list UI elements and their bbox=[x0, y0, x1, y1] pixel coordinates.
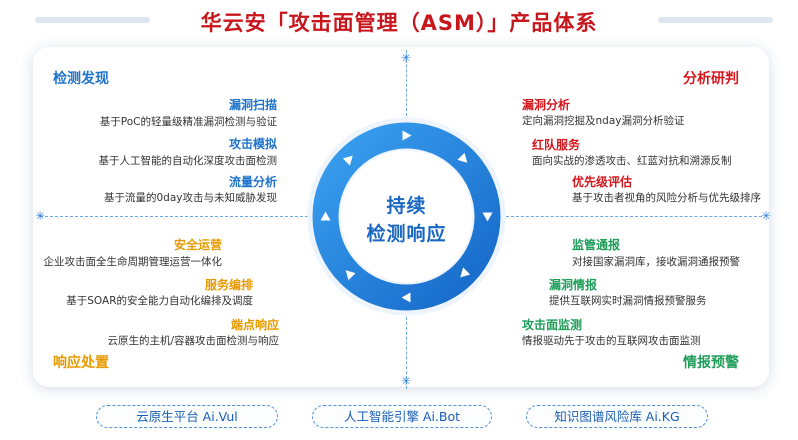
title-decoration-right bbox=[658, 17, 773, 23]
platform-pill: 知识图谱风险库 Ai.KG bbox=[526, 405, 708, 428]
detect-item-title: 攻击模拟 bbox=[228, 137, 277, 151]
analyze-item-desc: 基于攻击者视角的风险分析与优先级排序 bbox=[572, 192, 761, 204]
detect-item-title: 流量分析 bbox=[228, 175, 277, 189]
cycle-arrow-icon bbox=[460, 267, 471, 278]
divider-left bbox=[40, 216, 308, 217]
analyze-item-title: 红队服务 bbox=[532, 138, 581, 152]
divider-right bbox=[506, 216, 762, 217]
quadrant-title-intel: 情报预警 bbox=[683, 355, 739, 371]
analyze-item-desc: 面向实战的渗透攻击、红蓝对抗和溯源反制 bbox=[532, 155, 732, 167]
detect-item-desc: 基于流量的0day攻击与未知威胁发现 bbox=[104, 192, 277, 204]
analyze-item-title: 漏洞分析 bbox=[522, 98, 571, 112]
divider-bottom bbox=[406, 317, 407, 389]
cycle-arrow-icon bbox=[401, 292, 411, 303]
respond-item-title: 服务编排 bbox=[204, 278, 253, 292]
respond-item-desc: 云原生的主机/容器攻击面检测与响应 bbox=[107, 335, 279, 347]
intel-item-title: 攻击面监测 bbox=[522, 318, 583, 332]
detect-item-desc: 基于人工智能的自动化深度攻击面检测 bbox=[98, 155, 278, 167]
center-title-line2: 检测响应 bbox=[366, 223, 447, 245]
page-title: 华云安「攻击面管理（ASM）」产品体系 bbox=[200, 11, 598, 35]
sparkle-icon-top: ✳ bbox=[400, 51, 412, 65]
sparkle-icon-bottom: ✳ bbox=[400, 374, 412, 388]
respond-item-desc: 企业攻击面全生命周期管理运营一体化 bbox=[43, 256, 223, 268]
cycle-ring bbox=[307, 117, 506, 316]
cycle-arrow-icon bbox=[482, 212, 493, 222]
respond-item-title: 安全运营 bbox=[173, 238, 222, 252]
detect-item-title: 漏洞扫描 bbox=[228, 98, 277, 112]
intel-item-desc: 对接国家漏洞库，接收漏洞通报预警 bbox=[572, 256, 740, 268]
quadrant-title-respond: 响应处置 bbox=[53, 355, 109, 371]
quadrant-title-detect: 检测发现 bbox=[53, 71, 109, 87]
center-title-line1: 持续 bbox=[386, 195, 427, 217]
intel-item-desc: 情报驱动先于攻击的互联网攻击面监测 bbox=[522, 335, 701, 347]
analyze-item-desc: 定向漏洞挖掘及nday漏洞分析验证 bbox=[522, 115, 685, 127]
cycle-arrow-icon bbox=[402, 130, 412, 141]
intel-item-title: 监管通报 bbox=[572, 238, 621, 252]
cycle-arrow-icon bbox=[457, 152, 468, 163]
ring-core bbox=[340, 150, 473, 283]
detect-item-desc: 基于PoC的轻量级精准漏洞检测与验证 bbox=[99, 116, 277, 128]
analyze-item-title: 优先级评估 bbox=[572, 175, 633, 189]
intel-item-desc: 提供互联网实时漏洞情报预警服务 bbox=[549, 295, 707, 307]
quadrant-title-analyze: 分析研判 bbox=[683, 71, 739, 87]
cycle-arrow-icon bbox=[345, 270, 356, 281]
sparkle-icon-left: ✳ bbox=[34, 209, 46, 223]
intel-item-title: 漏洞情报 bbox=[549, 278, 598, 292]
platform-pill: 人工智能引擎 Ai.Bot bbox=[312, 405, 492, 428]
cycle-arrow-icon bbox=[320, 211, 331, 221]
divider-top bbox=[406, 50, 407, 116]
title-decoration-left bbox=[35, 17, 150, 23]
platform-pill: 云原生平台 Ai.Vul bbox=[96, 405, 278, 428]
respond-item-desc: 基于SOAR的安全能力自动化编排及调度 bbox=[66, 295, 253, 307]
respond-item-title: 端点响应 bbox=[230, 318, 279, 332]
sparkle-icon-right: ✳ bbox=[760, 209, 772, 223]
cycle-arrow-icon bbox=[342, 155, 353, 166]
cycle-ring-graphic bbox=[307, 117, 506, 316]
